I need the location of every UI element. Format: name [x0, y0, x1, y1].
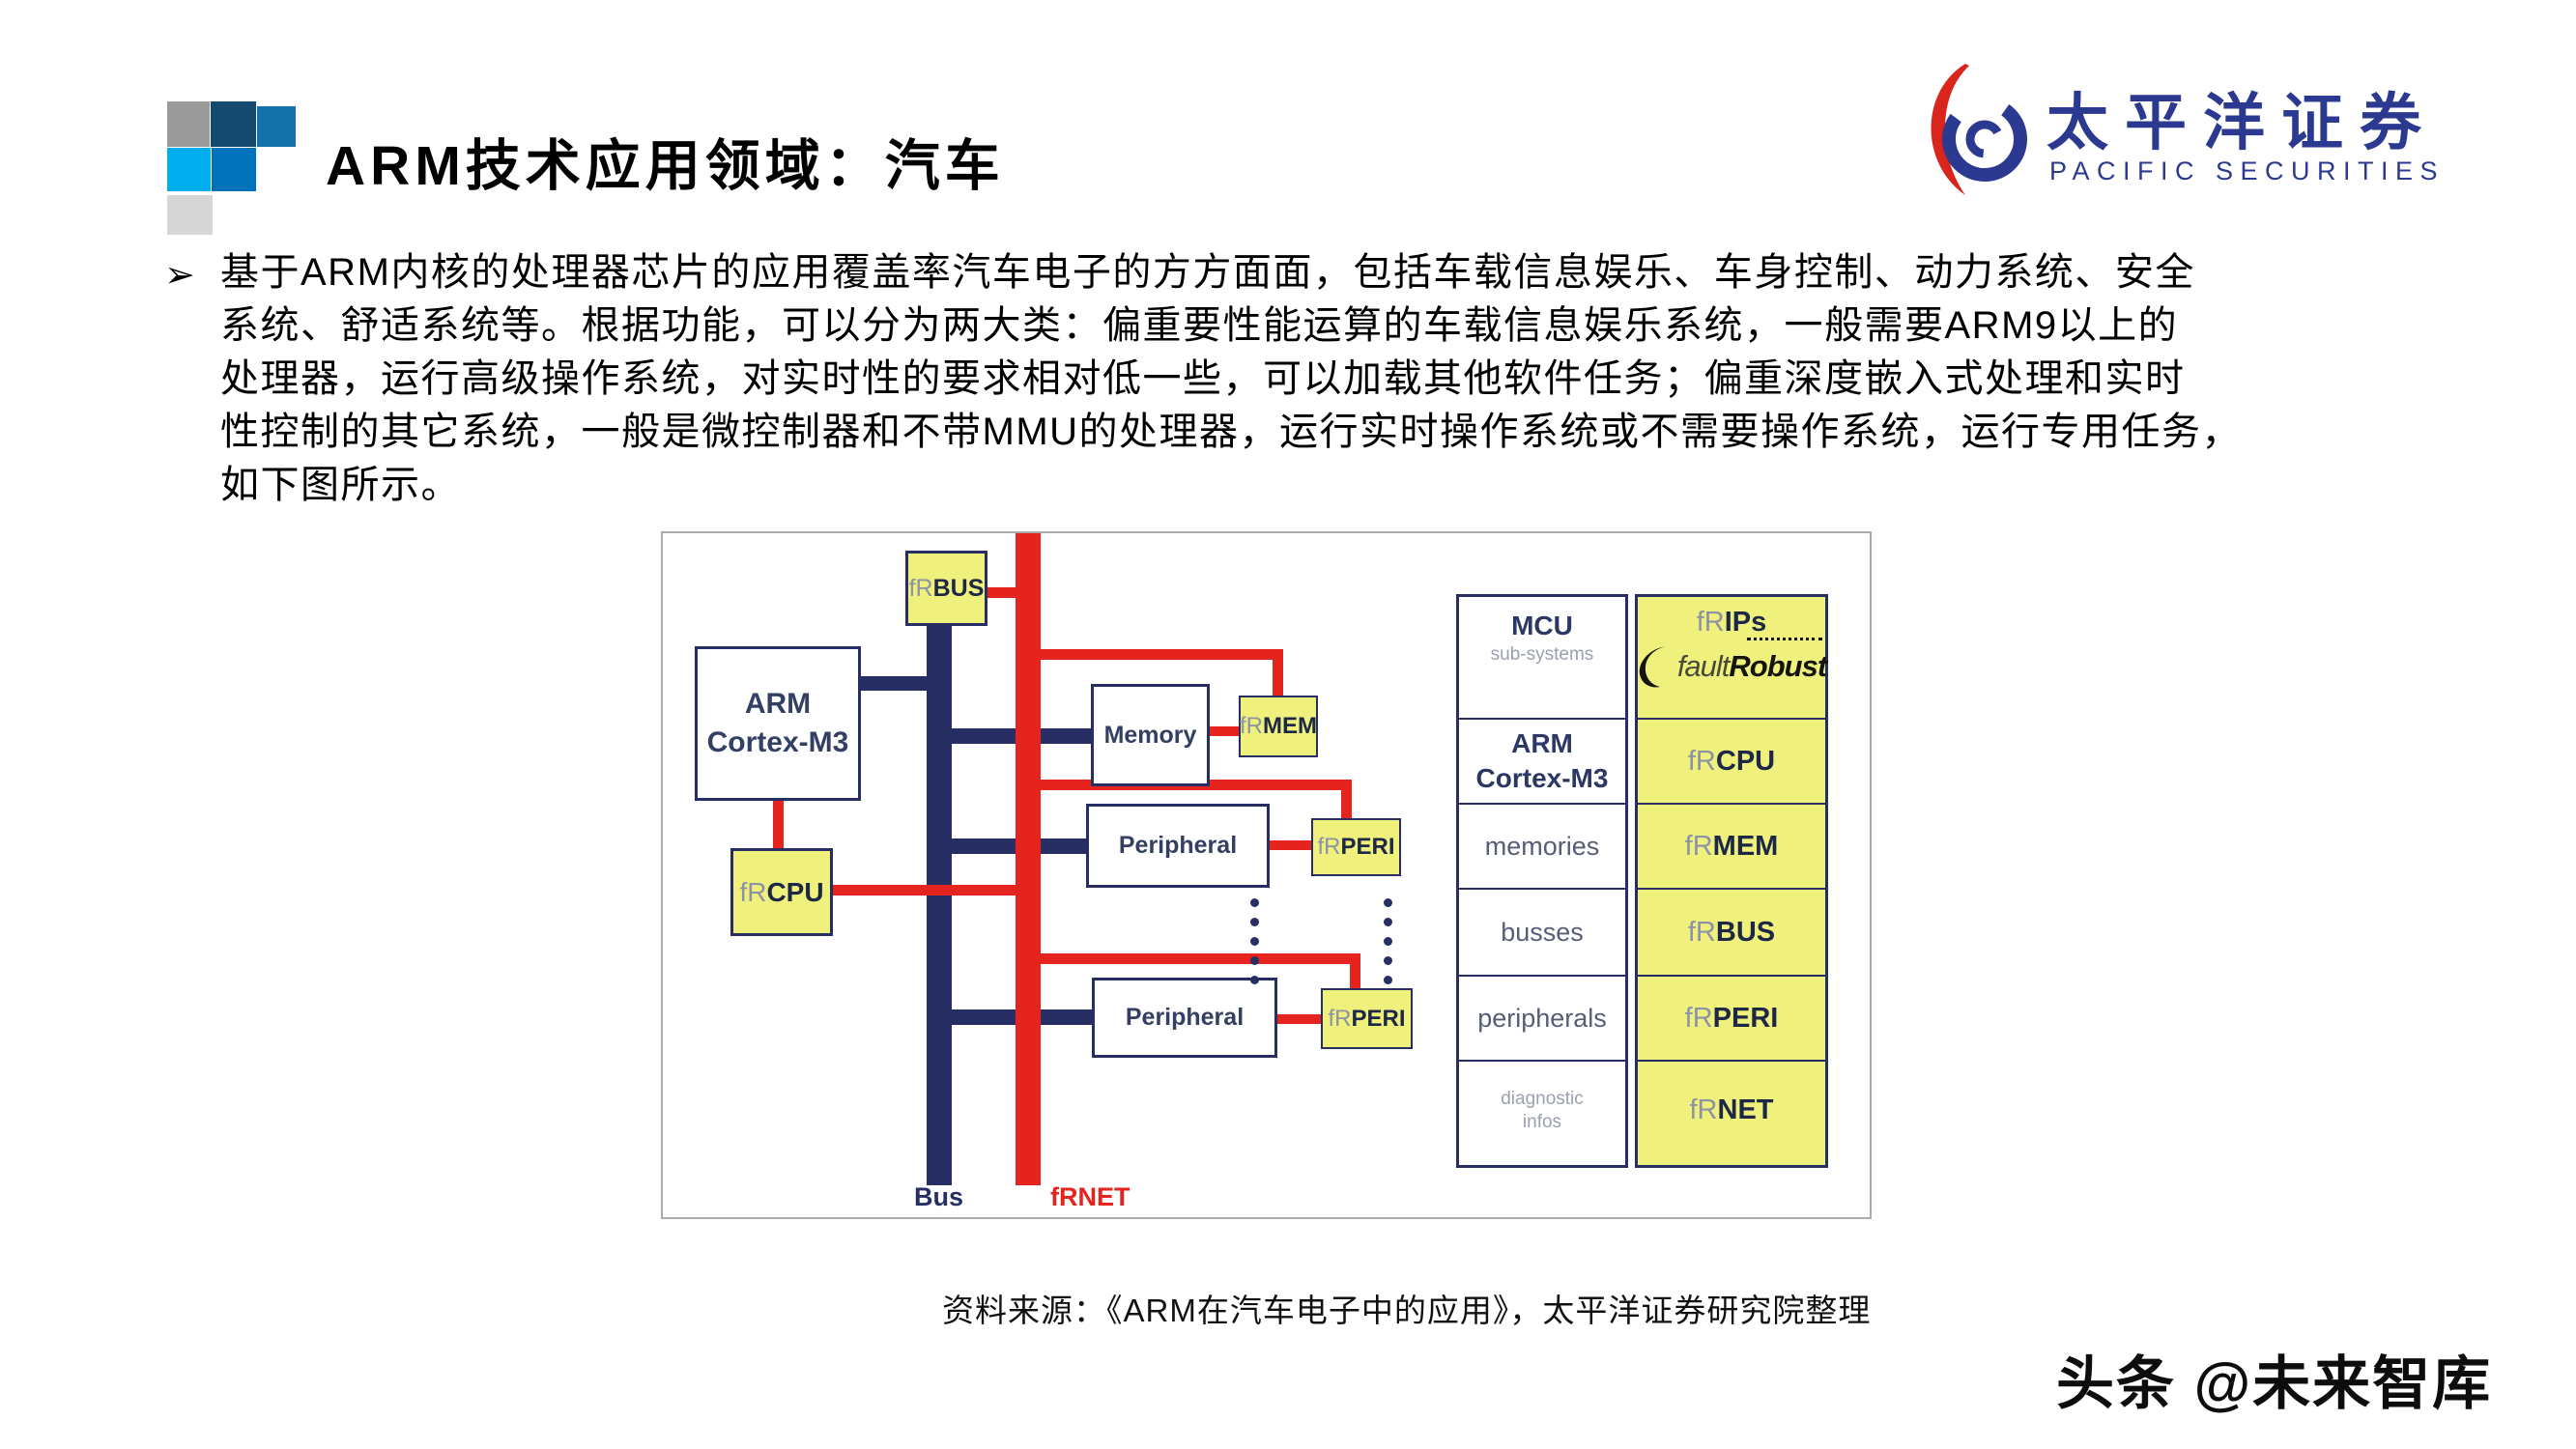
- frperi1-label: PERI: [1340, 834, 1395, 860]
- frnet-cell-label: NET: [1717, 1094, 1774, 1125]
- deco-square-gray: [167, 101, 210, 147]
- mapping-table-left-column: MCU sub-systems ARM Cortex-M3 memories b…: [1456, 594, 1628, 1168]
- table-cell-frnet: fRNET: [1638, 1060, 1825, 1159]
- watermark: 头条 @未来智库: [2056, 1351, 2493, 1416]
- memory-block: Memory: [1091, 684, 1210, 786]
- frmem-label: MEM: [1263, 713, 1317, 739]
- arm-label: ARM Cortex-M3: [1475, 728, 1609, 793]
- memories-label: memories: [1484, 831, 1600, 861]
- mcu-label: MCU: [1511, 611, 1573, 640]
- diagram-figure: ARM Cortex-M3 Memory Peripheral Peripher…: [661, 531, 1872, 1219]
- pacific-securities-icon: [1931, 64, 2027, 195]
- frcpu-prefix: fR: [739, 876, 767, 907]
- bullet-arrow-icon: ➢: [164, 255, 195, 296]
- frcpu-label: CPU: [766, 876, 824, 907]
- peripheral1-block: Peripheral: [1086, 804, 1270, 888]
- deco-square-blue: [212, 148, 256, 191]
- frperi1-prefix: fR: [1317, 834, 1341, 860]
- arm-cortex-m3-block: ARM Cortex-M3: [695, 646, 861, 801]
- frcpu-cell-label: CPU: [1715, 745, 1776, 777]
- memory-to-frmem-line: [1210, 726, 1241, 736]
- faultrobust-robust-text: Robust: [1729, 649, 1827, 683]
- frcpu-to-frnet-line: [832, 885, 1016, 895]
- frmem-cell-prefix: fR: [1684, 830, 1713, 862]
- table-cell-frcpu: fRCPU: [1638, 718, 1825, 803]
- mcu-sub-label: sub-systems: [1490, 644, 1594, 665]
- table-cell-frbus: fRBUS: [1638, 888, 1825, 975]
- ellipsis-dots-left: [1250, 898, 1259, 984]
- frips-label: IPs: [1724, 607, 1767, 638]
- frperi2-label: PERI: [1351, 1005, 1406, 1032]
- peripherals-label: peripherals: [1477, 1003, 1607, 1033]
- table-cell-diagnostic: diagnostic infos: [1459, 1060, 1625, 1159]
- body-paragraph: 基于ARM内核的处理器芯片的应用覆盖率汽车电子的方方面面，包括车载信息娱乐、车身…: [220, 251, 2243, 506]
- deco-square-light-gray: [167, 195, 213, 235]
- page-title: ARM技术应用领域：汽车: [326, 135, 1005, 197]
- frnet-to-frperi2-vertical: [1350, 953, 1360, 990]
- table-cell-frperi: fRPERI: [1638, 975, 1825, 1060]
- logo-chinese-name: 太平洋证券: [2046, 88, 2438, 157]
- bus-label: Bus: [914, 1182, 964, 1211]
- frnet-to-frperi2-horizontal: [1041, 953, 1360, 964]
- frbus-to-frnet-line: [986, 587, 1016, 598]
- frbus-cell-prefix: fR: [1687, 916, 1716, 948]
- frcpu-cell-prefix: fR: [1687, 745, 1716, 777]
- peripheral2-block: Peripheral: [1092, 978, 1277, 1058]
- table-cell-busses: busses: [1459, 888, 1625, 975]
- arm-to-frcpu-line: [773, 799, 784, 850]
- frips-prefix: fR: [1696, 607, 1725, 638]
- arm-to-bus-line: [861, 676, 929, 691]
- faultrobust-crescent-icon: [1639, 646, 1666, 688]
- table-cell-peripherals: peripherals: [1459, 975, 1625, 1060]
- company-logo: 太平洋证券 PACIFIC SECURITIES: [1923, 56, 2541, 201]
- source-attribution: 资料来源：《ARM在汽车电子中的应用》，太平洋证券研究院整理: [942, 1293, 1872, 1328]
- frnet-vertical-line: [1016, 533, 1041, 1185]
- deco-square-dark-blue: [211, 101, 256, 147]
- table-cell-mcu: MCU sub-systems: [1459, 597, 1625, 718]
- frnet-label: fRNET: [1050, 1182, 1131, 1211]
- frnet-to-frmem-horizontal: [1041, 649, 1283, 660]
- peripheral2-to-frperi2-line: [1277, 1014, 1323, 1024]
- frperi-cell-prefix: fR: [1684, 1002, 1713, 1034]
- ellipsis-dots-right: [1384, 898, 1392, 984]
- diagnostic-label: diagnostic infos: [1501, 1088, 1584, 1132]
- frmem-cell-label: MEM: [1712, 830, 1779, 862]
- frnet-to-frperi1-vertical: [1341, 780, 1352, 820]
- frbus-label: BUS: [932, 574, 985, 602]
- frnet-cell-prefix: fR: [1689, 1094, 1718, 1125]
- frbus-prefix: fR: [908, 574, 933, 602]
- peripheral1-to-frperi1-line: [1270, 840, 1313, 850]
- frperi-cell-label: PERI: [1712, 1002, 1779, 1034]
- faultrobust-minidots: [1747, 638, 1823, 640]
- faultrobust-fault-text: fault: [1676, 649, 1731, 683]
- deco-square-mid-blue: [257, 106, 296, 147]
- deco-square-cyan: [167, 148, 211, 191]
- table-cell-frmem: fRMEM: [1638, 803, 1825, 888]
- logo-english-name: PACIFIC SECURITIES: [2049, 156, 2446, 185]
- frperi2-prefix: fR: [1328, 1005, 1352, 1032]
- frbus-cell-label: BUS: [1715, 916, 1776, 948]
- frips-text: fRIPs: [1697, 607, 1767, 639]
- table-cell-memories: memories: [1459, 803, 1625, 888]
- busses-label: busses: [1501, 917, 1584, 947]
- bus-vertical-line: [927, 626, 952, 1185]
- frmem-prefix: fR: [1240, 713, 1263, 739]
- table-cell-arm: ARM Cortex-M3: [1459, 718, 1625, 803]
- frnet-to-frmem-vertical: [1273, 649, 1283, 697]
